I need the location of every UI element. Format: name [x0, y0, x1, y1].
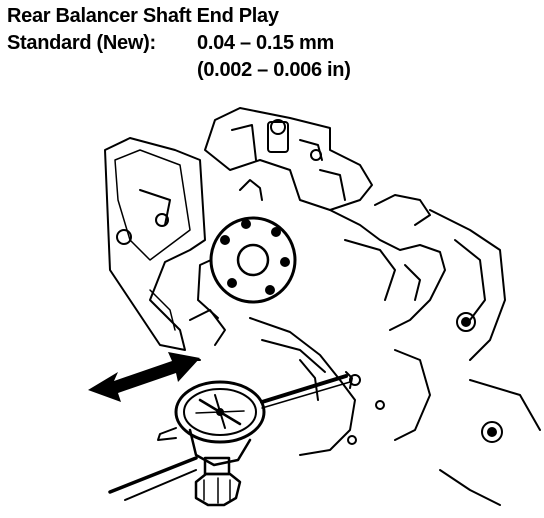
engine-block-outline [104, 137, 206, 351]
movement-arrow-icon [88, 352, 200, 402]
spec-title: Rear Balancer Shaft End Play [7, 5, 279, 27]
spec-block: Rear Balancer Shaft End Play Standard (N… [7, 3, 351, 84]
standard-label: Standard (New): [7, 32, 156, 54]
spec-standard-row: Standard (New): 0.04 – 0.15 mm [7, 30, 351, 57]
standard-value-mm: 0.04 – 0.15 mm [197, 32, 335, 54]
balancer-gear-icon [197, 216, 297, 319]
right-housing [329, 194, 541, 506]
upper-housing [204, 107, 373, 211]
standard-value-in: (0.002 – 0.006 in) [197, 59, 351, 81]
dial-indicator-icon [157, 380, 266, 507]
indicator-arm [108, 371, 353, 501]
